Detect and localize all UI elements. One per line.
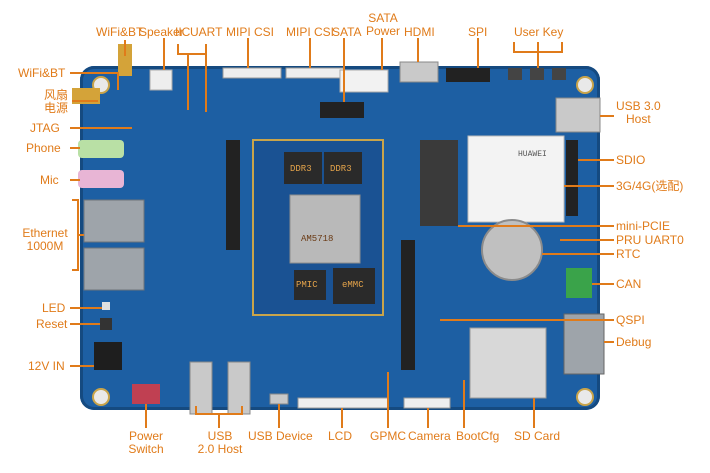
jtag-header bbox=[226, 140, 240, 250]
label-fan-power: 风扇 电源 bbox=[20, 89, 68, 115]
label-sata-power-line2: Power bbox=[365, 24, 400, 38]
usb3-port bbox=[555, 97, 601, 133]
label-wifi-bt-left: WiFi&BT bbox=[18, 66, 66, 80]
ethernet-port-1 bbox=[83, 199, 145, 243]
label-sd-card: SD Card bbox=[514, 429, 561, 443]
label-user-key: User Key bbox=[514, 25, 564, 39]
lcd-connector bbox=[297, 397, 389, 409]
label-sata-power-line1: SATA bbox=[368, 11, 398, 25]
usb2-port-2 bbox=[227, 361, 251, 415]
emmc-chip bbox=[333, 268, 375, 304]
dc-in-jack bbox=[94, 342, 122, 370]
mipi-csi-connector-1 bbox=[222, 67, 282, 79]
label-usb-device: USB Device bbox=[248, 429, 313, 443]
usb2-port-1 bbox=[189, 361, 213, 415]
label-power-switch-line2: Switch bbox=[128, 442, 164, 456]
label-ethernet-line2: 1000M bbox=[26, 239, 64, 253]
label-hdmi: HDMI bbox=[404, 25, 435, 39]
speaker-connector bbox=[149, 69, 173, 91]
label-phone: Phone bbox=[26, 141, 61, 155]
user-key-1 bbox=[508, 68, 522, 80]
label-gpmc: GPMC bbox=[370, 429, 406, 443]
label-can: CAN bbox=[616, 277, 642, 291]
label-mipi-csi-2: MIPI CSI bbox=[286, 25, 335, 39]
label-sata-power: SATA Power bbox=[364, 12, 402, 38]
wifi-bt-antenna-top bbox=[118, 44, 132, 76]
label-pru-uart: PRU UART0 bbox=[616, 233, 684, 247]
label-lcd: LCD bbox=[328, 429, 353, 443]
can-terminal bbox=[566, 268, 592, 298]
mount-hole bbox=[92, 388, 110, 406]
label-power-switch: Power Switch bbox=[122, 430, 170, 456]
label-wifi-bt-top: WiFi&BT bbox=[96, 25, 144, 39]
spi-header bbox=[446, 68, 490, 82]
label-speaker: Speaker bbox=[139, 25, 184, 39]
label-qspi: QSPI bbox=[616, 313, 645, 327]
label-dc-in: 12V IN bbox=[28, 359, 65, 373]
label-usb2: USB 2.0 Host bbox=[194, 430, 246, 456]
soc-chip bbox=[289, 194, 361, 264]
power-switch bbox=[132, 384, 160, 404]
label-camera: Camera bbox=[408, 429, 451, 443]
label-usb3-line1: USB 3.0 bbox=[616, 99, 661, 113]
label-uart: UART bbox=[190, 25, 223, 39]
label-fan-power-line1: 风扇 bbox=[43, 88, 68, 102]
label-power-switch-line1: Power bbox=[128, 429, 163, 443]
emmc-text: eMMC bbox=[342, 280, 364, 290]
label-sdio: SDIO bbox=[616, 153, 646, 167]
label-rtc: RTC bbox=[616, 247, 641, 261]
sata-connector bbox=[320, 102, 364, 118]
mount-hole bbox=[576, 388, 594, 406]
label-mipi-csi-1: MIPI CSI bbox=[226, 25, 275, 39]
rtc-battery bbox=[481, 219, 543, 281]
ddr-chip-left bbox=[284, 152, 322, 184]
ddr-chip-right bbox=[324, 152, 362, 184]
label-reset: Reset bbox=[36, 317, 68, 331]
label-led: LED bbox=[42, 301, 66, 315]
ethernet-port-2 bbox=[83, 247, 145, 291]
mic-jack bbox=[78, 170, 124, 188]
label-cellular: 3G/4G(选配) bbox=[616, 179, 684, 193]
sd-card-slot bbox=[469, 327, 547, 399]
label-mic: Mic bbox=[40, 173, 59, 187]
user-key-2 bbox=[530, 68, 544, 80]
label-ethernet: Ethernet 1000M bbox=[18, 227, 72, 253]
label-jtag: JTAG bbox=[30, 121, 60, 135]
ddr-right-text: DDR3 bbox=[330, 164, 352, 174]
phone-jack bbox=[78, 140, 124, 158]
label-iic: IIC bbox=[175, 25, 191, 39]
gpmc-header bbox=[401, 240, 415, 370]
label-debug: Debug bbox=[616, 335, 652, 349]
soc-text: AM5718 bbox=[301, 234, 334, 244]
label-usb2-line1: USB bbox=[207, 429, 233, 443]
mini-pcie-slot bbox=[420, 140, 458, 226]
label-usb3: USB 3.0 Host bbox=[616, 100, 661, 126]
label-fan-power-line2: 电源 bbox=[43, 101, 68, 115]
label-sata: SATA bbox=[332, 25, 362, 39]
cellular-module bbox=[467, 135, 565, 223]
camera-connector bbox=[403, 397, 451, 409]
pmic-chip bbox=[294, 270, 326, 300]
label-ethernet-line1: Ethernet bbox=[22, 226, 68, 240]
usb-device-port bbox=[269, 393, 289, 405]
mount-hole bbox=[576, 76, 594, 94]
led-indicator bbox=[102, 302, 110, 310]
brand-text: HUAWEI bbox=[518, 150, 547, 159]
debug-serial-port bbox=[563, 313, 605, 375]
label-mini-pcie: mini-PCIE bbox=[616, 219, 671, 233]
label-spi: SPI bbox=[468, 25, 488, 39]
label-bootcfg: BootCfg bbox=[456, 429, 500, 443]
hdmi-port bbox=[399, 61, 439, 83]
sdio-header bbox=[566, 140, 578, 216]
ddr-left-text: DDR3 bbox=[290, 164, 312, 174]
sata-power-connector bbox=[339, 69, 389, 93]
reset-button bbox=[100, 318, 112, 330]
label-usb3-line2: Host bbox=[626, 112, 651, 126]
mipi-csi-connector-2 bbox=[285, 67, 345, 79]
label-usb2-line2: 2.0 Host bbox=[197, 442, 243, 456]
pmic-text: PMIC bbox=[296, 280, 318, 290]
user-key-3 bbox=[552, 68, 566, 80]
